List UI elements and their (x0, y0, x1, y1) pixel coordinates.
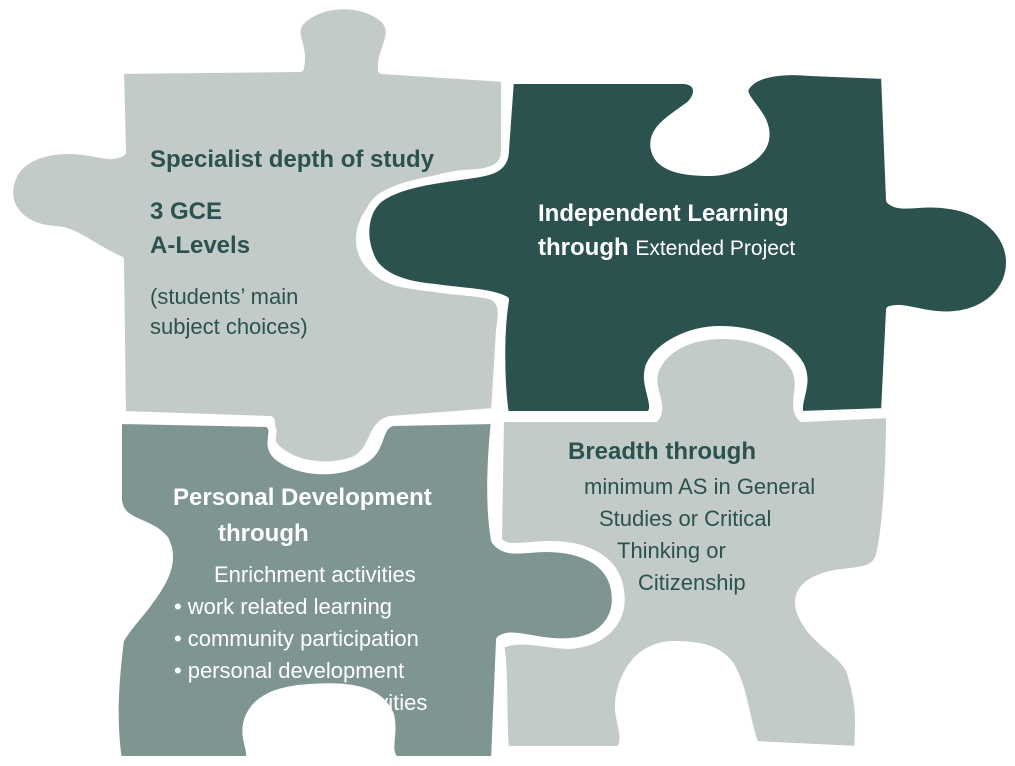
specialist-body-line2: subject choices) (150, 314, 308, 339)
independent-extended-project: Extended Project (635, 237, 796, 260)
enrichment-intro: Enrichment activities (214, 562, 416, 587)
breadth-heading: Breadth through (568, 438, 756, 465)
independent-heading-line2: through Extended Project (538, 234, 795, 263)
gce-label-line1: 3 GCE (150, 198, 223, 225)
specialist-body-line1: (students’ main (150, 284, 299, 309)
personal-heading-line2: through (218, 520, 309, 547)
puzzle-piece-bottom-right (494, 331, 894, 754)
independent-through-label: through (538, 234, 629, 261)
breadth-body-line3: Thinking or (617, 538, 726, 563)
bullet-community-participation: community participation (174, 626, 419, 652)
bullet-personal-development-continuation: activities (343, 690, 428, 715)
breadth-body-line1: minimum AS in General (584, 474, 816, 499)
gce-label-line2: A-Levels (150, 232, 251, 259)
bullet-personal-development: personal development (174, 658, 404, 684)
independent-heading-line1: Independent Learning (538, 200, 789, 227)
specialist-heading: Specialist depth of study (150, 146, 435, 173)
personal-heading-line1: Personal Development (173, 484, 432, 511)
bullet-work-related-learning: work related learning (174, 594, 392, 620)
breadth-body-line2: Studies or Critical (599, 506, 772, 531)
breadth-body-line4: Citizenship (638, 570, 746, 595)
